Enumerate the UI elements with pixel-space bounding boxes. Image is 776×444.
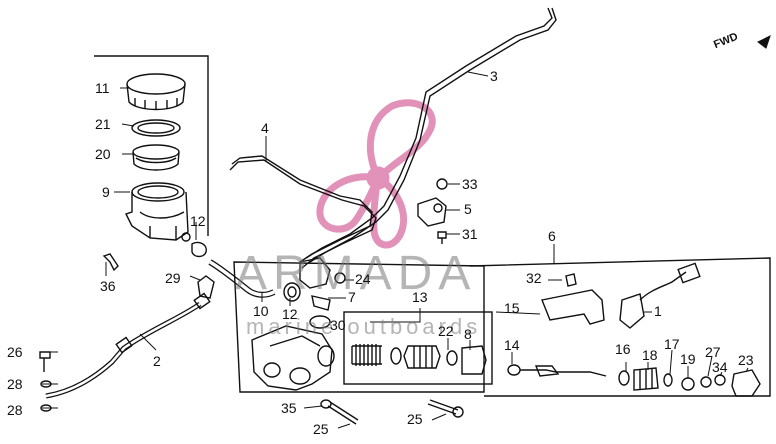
part-label-22: 22 — [438, 323, 454, 339]
slave-piston — [633, 367, 659, 391]
switch-bolt — [565, 273, 577, 287]
clutch-switch — [619, 262, 701, 329]
part-label-20: 20 — [95, 146, 111, 162]
bleeder-screw — [700, 376, 712, 388]
part-label-29: 29 — [165, 270, 181, 286]
part-label-8: 8 — [464, 326, 472, 342]
part-label-2: 2 — [153, 353, 161, 369]
armada-logo — [316, 99, 436, 249]
master-bolt-long — [327, 401, 359, 425]
part-label-14: 14 — [504, 337, 520, 353]
part-label-18: 18 — [642, 347, 658, 363]
master-bolt-short — [427, 399, 459, 415]
part-label-35: 35 — [281, 400, 297, 416]
part-label-12-upper: 12 — [190, 213, 206, 229]
part-label-24: 24 — [355, 271, 371, 287]
part-label-9: 9 — [102, 184, 110, 200]
mount-bolt — [437, 231, 447, 244]
part-label-30: 30 — [330, 317, 346, 333]
slave-washer — [681, 377, 695, 391]
part-label-28-upper: 28 — [7, 376, 23, 392]
pipe-joint — [417, 197, 447, 227]
watermark-title: ARMADA — [235, 247, 477, 300]
master-cylinder — [251, 315, 335, 391]
part-label-33: 33 — [462, 176, 478, 192]
clutch-switch-bracket — [541, 289, 605, 325]
push-rod — [507, 364, 607, 377]
bracket-bolt — [102, 253, 119, 272]
part-label-10: 10 — [253, 303, 269, 319]
slave-seal — [618, 370, 630, 386]
part-label-6: 6 — [548, 228, 556, 244]
reservoir-cap — [126, 73, 186, 111]
part-label-28-lower: 28 — [7, 402, 23, 418]
part-label-32: 32 — [526, 270, 542, 286]
spring-seat — [390, 347, 402, 365]
part-label-16: 16 — [615, 341, 631, 357]
hose-clamp — [191, 241, 207, 258]
part-label-12-lower: 12 — [282, 306, 298, 322]
part-label-4: 4 — [261, 120, 269, 136]
pipe-bracket — [299, 257, 331, 289]
part-label-27: 27 — [705, 344, 721, 360]
part-label-5: 5 — [464, 201, 472, 217]
piston-cup — [446, 350, 458, 366]
dust-boot — [461, 345, 487, 375]
hose-clip — [197, 275, 215, 299]
bleeder-cap — [714, 374, 726, 386]
reservoir-body — [125, 182, 191, 242]
part-label-19: 19 — [680, 351, 696, 367]
diaphragm — [132, 144, 180, 171]
part-label-25-left: 25 — [313, 421, 329, 437]
forward-arrow — [757, 35, 771, 49]
part-label-1: 1 — [654, 303, 662, 319]
part-label-25-right: 25 — [407, 411, 423, 427]
slave-body — [731, 369, 761, 397]
part-label-17: 17 — [664, 336, 680, 352]
diaphragm-plate — [131, 119, 181, 137]
piston — [403, 345, 441, 369]
part-label-3: 3 — [490, 68, 498, 84]
part-label-7: 7 — [348, 289, 356, 305]
slave-cylinder-box — [469, 257, 771, 397]
part-label-36: 36 — [100, 278, 116, 294]
clutch-pipe-upper — [231, 155, 373, 263]
watermark-subtitle: marine outboards — [246, 314, 482, 339]
reservoir-bracket — [94, 55, 209, 236]
part-label-34: 34 — [712, 359, 728, 375]
clutch-pipe-long — [309, 7, 557, 263]
part-label-11: 11 — [95, 80, 110, 96]
part-label-15: 15 — [504, 300, 520, 316]
part-label-13: 13 — [412, 289, 428, 305]
part-label-31: 31 — [462, 226, 478, 242]
piston-spring — [351, 344, 382, 366]
union-bolt — [39, 351, 51, 372]
part-label-21: 21 — [95, 116, 111, 132]
part-label-23: 23 — [738, 352, 754, 368]
cylinder-outline-box — [233, 261, 485, 393]
snap-ring — [663, 373, 673, 387]
piston-kit-box — [343, 311, 493, 385]
part-label-26: 26 — [7, 344, 23, 360]
joint-bolt — [436, 178, 448, 190]
